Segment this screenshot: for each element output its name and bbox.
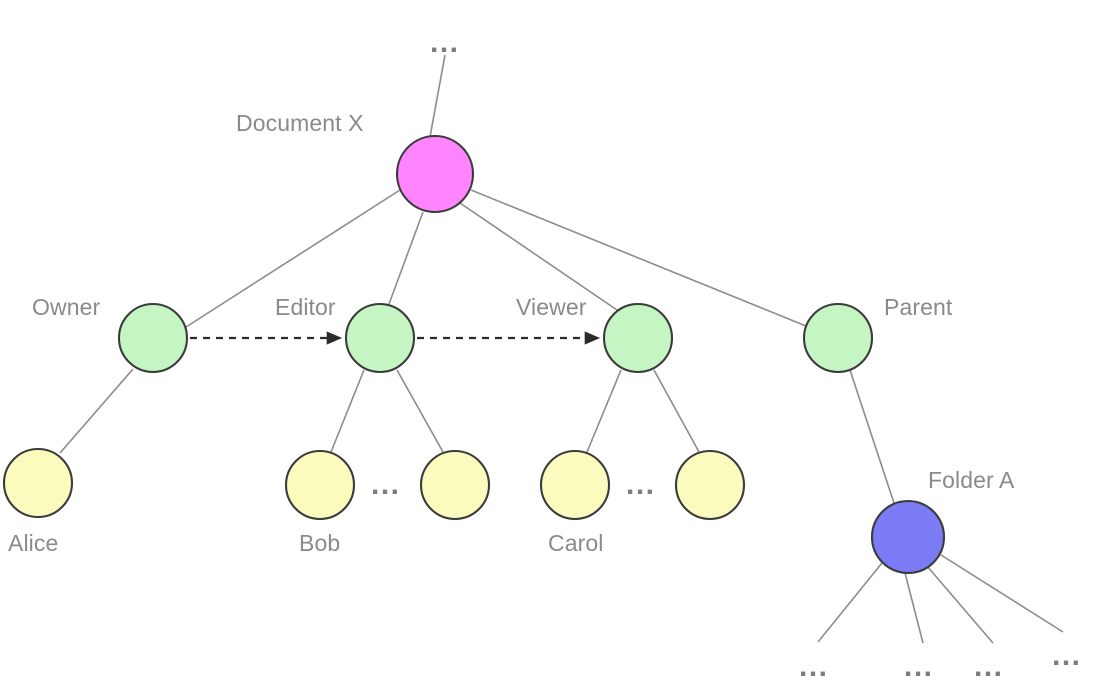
node-label-document-x: Document X xyxy=(236,110,364,136)
node-document-x[interactable] xyxy=(395,134,475,214)
ellipsis-dots-2[interactable]: ... xyxy=(904,650,934,683)
edges-layer xyxy=(59,54,1064,644)
nodes-layer xyxy=(2,134,946,575)
ellipsis-bob-row-ellipsis[interactable]: ... xyxy=(371,468,401,501)
edge-document-x-to-parent xyxy=(470,189,807,327)
ellipsis-dots-3[interactable]: ... xyxy=(974,650,1004,683)
edge-folder-a-to-dots-3 xyxy=(926,565,994,644)
edge-document-x-to-editor xyxy=(388,211,424,305)
edge-viewer-to-carol-sibling xyxy=(653,369,700,453)
node-label-folder-a: Folder A xyxy=(928,467,1015,493)
node-label-parent: Parent xyxy=(884,294,953,320)
node-bob[interactable] xyxy=(284,449,356,521)
node-folder-a[interactable] xyxy=(870,499,946,575)
node-bob-sibling[interactable] xyxy=(419,449,491,521)
ellipsis-carol-row-ellipsis[interactable]: ... xyxy=(626,468,656,501)
ellipsis-dots-1[interactable]: ... xyxy=(799,650,829,683)
node-label-owner: Owner xyxy=(32,294,101,320)
node-label-viewer: Viewer xyxy=(516,294,587,320)
edge-document-x-to-viewer xyxy=(459,202,618,311)
node-editor[interactable] xyxy=(344,302,416,374)
edge-owner-to-alice xyxy=(59,368,134,454)
node-carol[interactable] xyxy=(539,449,611,521)
edge-editor-to-bob xyxy=(330,369,365,453)
node-viewer[interactable] xyxy=(602,302,674,374)
edge-editor-to-bob-sibling xyxy=(396,369,444,453)
node-label-alice: Alice xyxy=(8,530,59,556)
edge-folder-a-to-dots-4 xyxy=(940,554,1064,633)
node-label-editor: Editor xyxy=(275,294,336,320)
edge-viewer-to-carol xyxy=(586,369,622,453)
node-owner[interactable] xyxy=(117,302,189,374)
edge-parent-to-folder-a xyxy=(849,369,895,504)
ellipsis-top-ellipsis[interactable]: ... xyxy=(430,26,460,59)
node-carol-sibling[interactable] xyxy=(674,449,746,521)
node-label-carol: Carol xyxy=(548,530,604,556)
edge-folder-a-to-dots-1 xyxy=(817,562,883,643)
edge-folder-a-to-dots-2 xyxy=(904,572,924,644)
node-alice[interactable] xyxy=(2,447,74,519)
ellipsis-dots-4[interactable]: ... xyxy=(1052,639,1082,672)
edge-document-x-to-owner xyxy=(185,189,401,328)
node-parent[interactable] xyxy=(802,302,874,374)
edge-top-ellipsis-to-document-x xyxy=(429,54,446,138)
node-label-bob: Bob xyxy=(299,530,341,556)
